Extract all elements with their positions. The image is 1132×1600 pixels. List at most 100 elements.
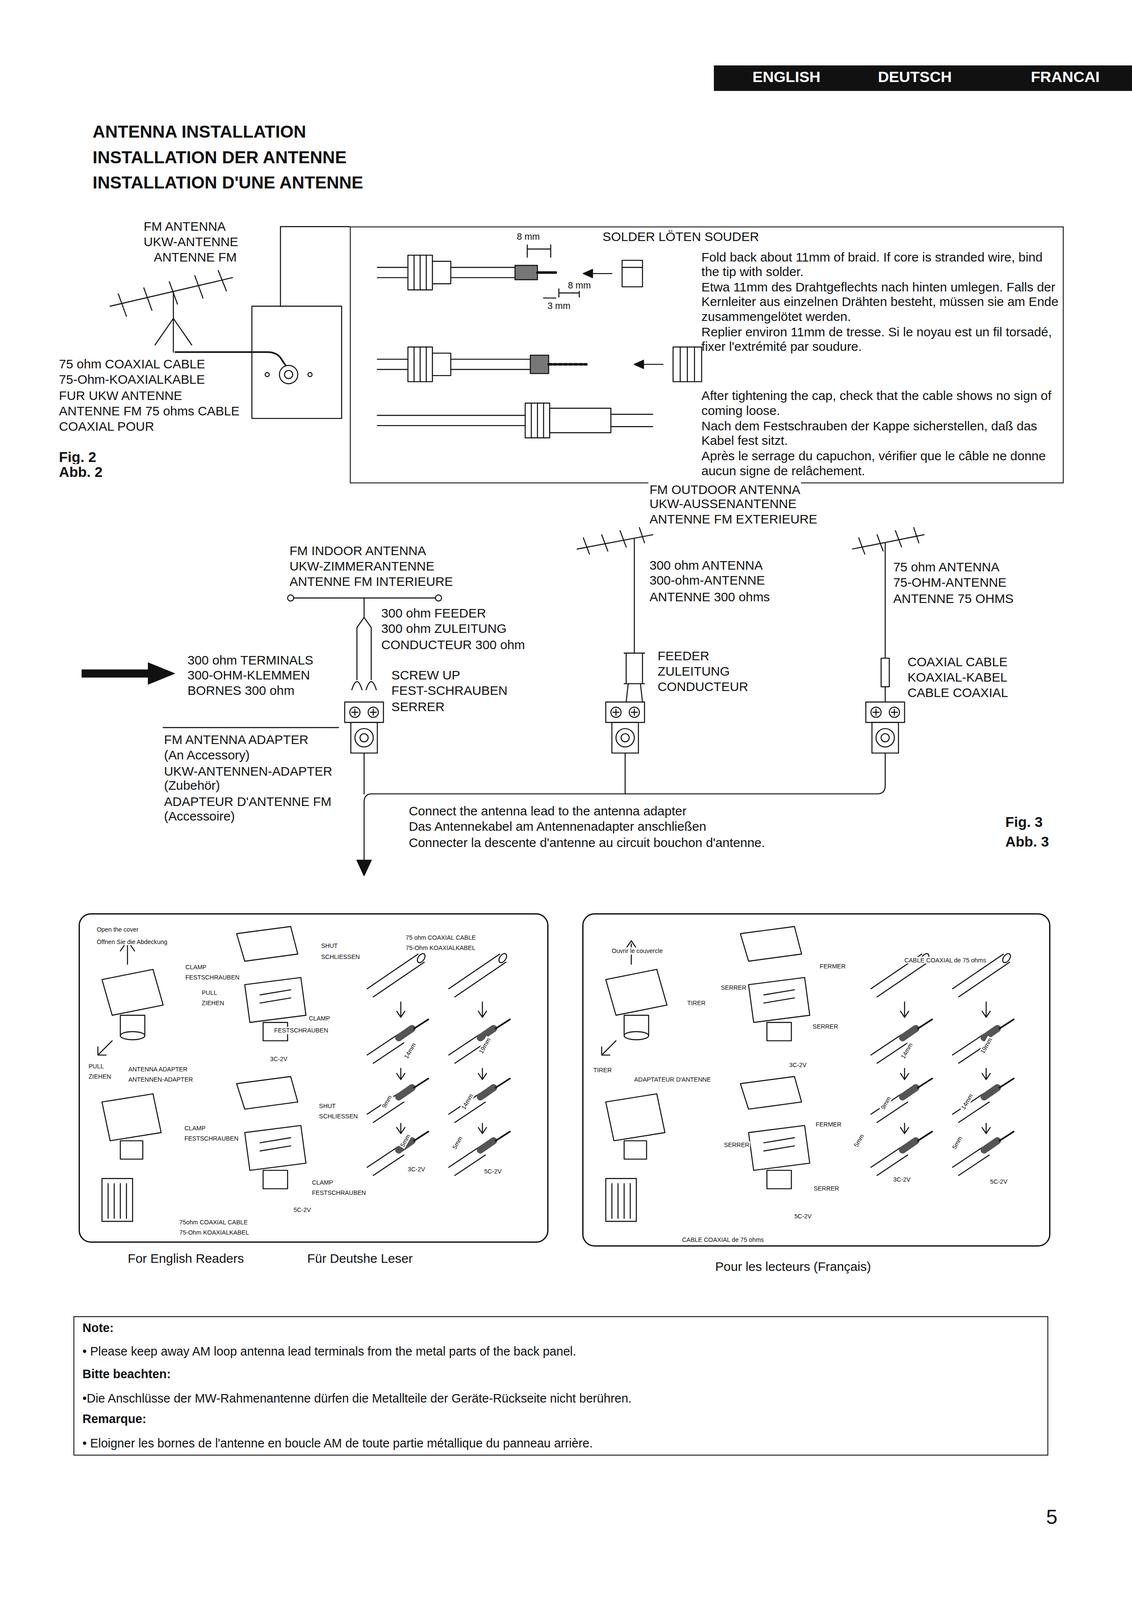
callout-label: CONDUCTEUR — [656, 679, 749, 694]
callout-label: CLAMP — [184, 963, 208, 971]
adapter-steps — [366, 1131, 429, 1176]
callout-label: Open the cover — [95, 925, 140, 933]
callout-label: 5C-2V — [989, 1177, 1009, 1185]
callout-label: FERMER — [818, 962, 847, 970]
language-tab: ENGLISH — [751, 68, 822, 87]
callout-label: 5C-2V — [292, 1205, 312, 1213]
callout-label: 75-OHM-ANTENNE — [892, 574, 1008, 590]
callout-label: SCREW UP — [390, 667, 461, 683]
dimension-label: 5mm — [950, 1133, 964, 1151]
adapter-steps — [97, 1040, 112, 1055]
adapter-steps — [448, 1078, 510, 1123]
callout-label: FESTSCHRAUBEN — [273, 1026, 329, 1034]
adapter-steps — [260, 989, 291, 1003]
outdoor-antenna-75 — [884, 542, 886, 674]
connector-steps — [530, 354, 549, 374]
adapter-steps — [102, 968, 164, 1015]
dimension-label: 14mm — [899, 1040, 915, 1061]
callout-label: FEST-SCHRAUBEN — [390, 683, 509, 698]
callout-label: 8 mm — [566, 280, 592, 291]
outdoor-antenna-75 — [876, 728, 895, 747]
adapter-steps — [102, 1178, 133, 1221]
adapter-steps — [366, 1078, 429, 1123]
connector-steps — [583, 269, 593, 278]
callout-label: SERRER — [812, 1184, 841, 1192]
pointer-arrow — [81, 662, 176, 685]
callout-label: Das Antennekabel am Antennenadapter ansc… — [407, 818, 708, 834]
callout-label: 3C-2V — [788, 1061, 808, 1068]
callout-label: CABLE COAXIAL — [906, 685, 1009, 700]
connector-steps — [377, 415, 525, 426]
callout-label: 75 ohm COAXIAL CABLE — [404, 933, 477, 941]
callout-label: (An Accessory) — [163, 747, 251, 763]
instruction-text: After tightening the cap, check that the… — [701, 388, 1063, 418]
connector-steps — [634, 360, 644, 369]
outdoor-antenna-75 — [884, 686, 886, 702]
adapter-steps — [448, 951, 508, 997]
callout-label: 5C-2V — [483, 1167, 503, 1174]
receiver-back-panel — [284, 370, 293, 379]
note-heading: Note: — [82, 1320, 1042, 1335]
connector-steps — [377, 244, 702, 438]
callout-label: Öffnen Sie die Abdeckung — [95, 937, 168, 945]
callout-label: 8 mm — [516, 231, 541, 243]
callout-label: INSTALLATION DER ANTENNE — [91, 146, 348, 168]
outdoor-antenna-300 — [605, 701, 645, 723]
antenna-adapter — [163, 726, 339, 728]
antenna-adapter — [351, 709, 377, 716]
adapter-steps — [244, 1125, 306, 1171]
callout-label: 3C-2V — [892, 1175, 912, 1183]
outdoor-antenna-75 — [873, 709, 898, 716]
callout-label: ANTENNE FM INTERIEURE — [288, 574, 455, 589]
callout-label: 300 ohm FEEDER — [380, 605, 487, 621]
connector-steps — [515, 265, 538, 280]
panel-caption: Pour les lecteurs (Français) — [715, 1258, 871, 1274]
connector-steps — [610, 414, 653, 427]
instruction-text: • Eloigner les bornes de l'antenne en bo… — [82, 1435, 1042, 1450]
outdoor-antenna-300 — [612, 709, 638, 716]
dimension-label: 14mm — [459, 1091, 476, 1112]
callout-label: FESTSCHRAUBEN — [310, 1188, 367, 1196]
callout-label: ANTENNE FM EXTERIEURE — [648, 511, 819, 527]
callout-label: ANTENNE FM — [152, 249, 238, 264]
connector-steps — [377, 359, 408, 370]
connector-steps — [525, 402, 550, 438]
callout-label: ZIEHEN — [200, 999, 225, 1006]
connector-steps — [673, 346, 702, 382]
callout-label: FM INDOOR ANTENNA — [288, 543, 428, 558]
receiver-back-panel — [279, 365, 298, 384]
callout-label: SERRER — [723, 1140, 751, 1148]
receiver-back-panel — [307, 372, 313, 377]
callout-label: ADAPTEUR D'ANTENNE FM — [163, 794, 333, 809]
receiver-back-panel — [252, 306, 342, 419]
callout-label: SOLDER LÖTEN SOUDER — [601, 229, 760, 244]
connector-steps — [531, 402, 544, 438]
panel-caption: Für Deutshe Leser — [307, 1250, 413, 1266]
adapter-steps — [396, 1067, 487, 1080]
callout-label: 3 mm — [546, 300, 572, 312]
callout-label: ANTENNE FM 75 ohms CABLE — [58, 403, 241, 419]
connector-steps — [432, 352, 451, 376]
outdoor-antenna-75 — [881, 657, 890, 687]
outdoor-antenna-300 — [624, 652, 645, 702]
callout-label: 75 ohm ANTENNA — [892, 559, 1001, 575]
callout-label: 5 — [1045, 1504, 1059, 1529]
page-title: ANTENNA INSTALLATION — [91, 121, 308, 142]
adapter-steps — [263, 1170, 288, 1189]
indoor-antenna — [357, 597, 372, 680]
outdoor-antenna-300 — [633, 538, 635, 653]
callout-label: COAXIAL POUR — [58, 419, 156, 434]
callout-label: ANTENNE 75 OHMS — [892, 591, 1015, 606]
callout-label: FM ANTENNA ADAPTER — [163, 732, 310, 747]
callout-label: TIRER — [592, 1066, 613, 1074]
callout-label: CLAMP — [310, 1178, 334, 1186]
panel-caption: For English Readers — [127, 1250, 244, 1266]
callout-label: INSTALLATION D'UNE ANTENNE — [91, 172, 364, 193]
outdoor-antenna-300 — [621, 733, 630, 742]
fm-antenna — [118, 270, 227, 317]
instruction-text: Replier environ 11mm de tresse. Si le no… — [701, 324, 1063, 355]
callout-label: UKW-ZIMMERANTENNE — [288, 558, 436, 574]
outdoor-antenna-300 — [577, 534, 653, 549]
antenna-lead — [357, 859, 372, 876]
callout-label: 75ohm COAXIAL CABLE — [178, 1218, 249, 1226]
